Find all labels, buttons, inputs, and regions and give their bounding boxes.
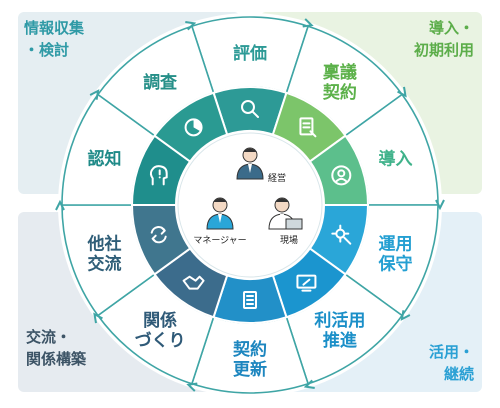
quadrant-label: 導入・ — [429, 19, 474, 37]
cycle-icon — [150, 226, 167, 244]
stage-label[interactable]: 保守 — [378, 253, 413, 274]
gear-icon — [331, 224, 352, 245]
stage-label[interactable]: 評価 — [233, 43, 267, 64]
flow-arrow — [302, 18, 314, 28]
manager-figure-icon — [206, 197, 234, 230]
laptop-icon — [285, 218, 303, 230]
handshake-icon — [182, 275, 205, 290]
quadrant-label: 関係構築 — [26, 350, 87, 368]
stage-label[interactable]: 他社 — [86, 233, 121, 254]
stage-inner-segment — [153, 91, 229, 163]
stage-label[interactable]: 更新 — [233, 359, 267, 380]
quadrant-label: 継続 — [444, 365, 474, 383]
flow-arrow — [400, 310, 411, 321]
center-circle — [177, 132, 323, 278]
flow-arrow — [55, 199, 65, 211]
stage-label[interactable]: 契約 — [322, 82, 357, 103]
pie-chart-icon — [184, 118, 203, 137]
monitor-icon — [296, 274, 317, 292]
role-label: マネージャー — [193, 235, 246, 246]
stage-label[interactable]: 調査 — [143, 72, 178, 93]
stage-label[interactable]: 利活用 — [314, 310, 365, 331]
flow-arrow — [397, 86, 407, 98]
head-icon — [149, 165, 168, 186]
flow-arrow — [185, 21, 197, 31]
flow-arrow — [186, 382, 198, 392]
stage-label[interactable]: 契約 — [232, 339, 267, 360]
stage-label[interactable]: 認知 — [87, 149, 121, 170]
user-icon — [331, 165, 352, 186]
magnifier-icon — [241, 100, 259, 118]
stage-label[interactable]: 交流 — [87, 253, 121, 274]
flow-arrow — [435, 199, 445, 211]
flow-arrow — [303, 379, 315, 389]
role-label: 現場 — [280, 234, 298, 246]
stage-label[interactable]: 運用 — [379, 234, 413, 254]
contract-icon — [243, 291, 257, 309]
flow-arrow — [93, 312, 103, 324]
document-icon — [299, 117, 317, 138]
stage-label[interactable]: 導入 — [379, 149, 413, 170]
flow-arrow — [89, 89, 100, 100]
executive-figure-icon — [236, 147, 264, 180]
stage-label[interactable]: 関係 — [143, 310, 177, 331]
quadrant-label: 情報収集 — [24, 19, 85, 37]
quadrant-label: 活用・ — [429, 343, 474, 361]
quadrant-label: 交流・ — [26, 328, 71, 346]
role-label: 経営 — [268, 172, 286, 184]
quadrant-label: ・検討 — [24, 41, 69, 59]
stage-label[interactable]: 推進 — [323, 330, 357, 351]
stage-label[interactable]: づくり — [135, 331, 186, 351]
stage-label[interactable]: 稟議 — [323, 62, 357, 83]
quadrant-label: 初期利用 — [414, 41, 474, 59]
